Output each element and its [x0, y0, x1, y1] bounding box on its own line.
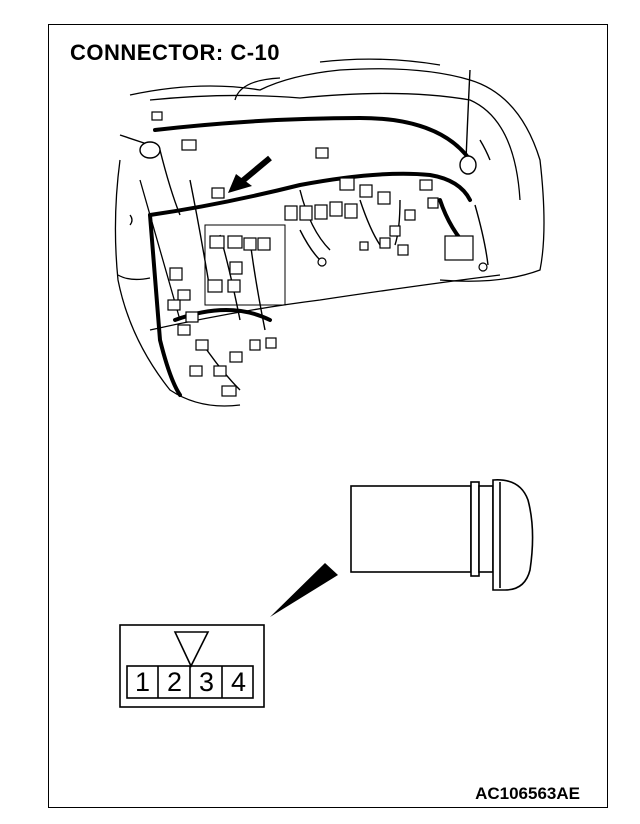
grommet-left [139, 141, 161, 159]
terminal-pin-3: 3 [198, 667, 215, 697]
connector-title: CONNECTOR: C-10 [70, 40, 281, 65]
location-arrow [228, 155, 272, 193]
harness-connectors [151, 111, 488, 397]
terminal-pin-2: 2 [166, 667, 183, 697]
connector-face-view [119, 624, 265, 708]
detail-inset-box [204, 224, 286, 306]
dashboard-outline [114, 58, 545, 407]
main-harness [148, 115, 472, 397]
grommet-right [459, 155, 477, 175]
terminal-pin-1: 1 [134, 667, 151, 697]
figure-code: AC106563AE [475, 784, 580, 803]
terminal-pin-4: 4 [230, 667, 247, 697]
connector-side-view [350, 479, 534, 591]
view-pointer-wedge [270, 563, 338, 617]
diagram-frame [48, 24, 608, 808]
